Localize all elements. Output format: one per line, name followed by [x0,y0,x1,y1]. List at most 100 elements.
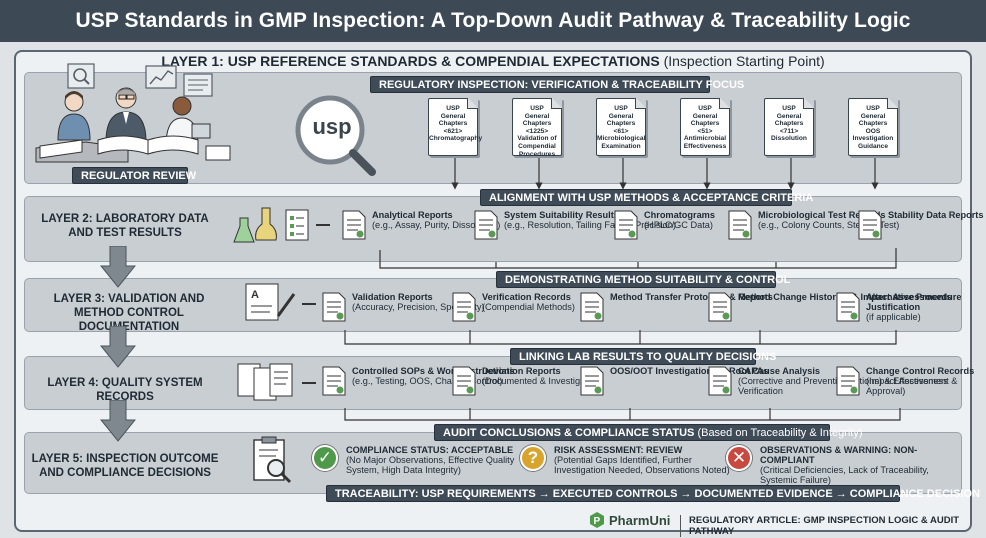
document-icon [580,292,604,322]
page-title: USP Standards in GMP Inspection: A Top-D… [0,0,986,42]
layer3-item: Alternative Procedure Justification(if a… [836,292,986,322]
document-icon [728,210,752,240]
chapter-line: General [524,112,550,120]
down-arrow-icon [100,326,136,368]
traceability-banner: TRACEABILITY: USP REQUIREMENTS → EXECUTE… [326,485,980,502]
chapter-line: USP [530,105,544,112]
layer1-subtitle: (Inspection Starting Point) [663,53,825,69]
lab-flasks-icon [233,207,309,243]
usp-logo-text: usp [312,114,352,139]
document-icon [474,210,498,240]
chapter-line: USP [866,105,880,112]
chapter-line: <1225> [525,127,549,135]
svg-text:A: A [251,289,259,301]
chapter-line: Validation of Compendial Procedures [517,135,557,158]
chapter-line: OOS [865,127,881,135]
document-icon [322,292,346,322]
item-title: Analytical Reports [372,210,453,220]
item-desc: (e.g., Assay, Purity, Dissolution) [372,220,501,230]
chapter-line: <711> [779,127,799,135]
layer4-item: Change Control Records(Impact Assessment… [836,366,986,396]
chapter-line: Chapters [606,120,636,128]
item-title: System Suitability Results [504,210,619,220]
open-book-icon [39,139,83,159]
chapter-line: General [860,112,886,120]
pharmuni-logo-icon: P [590,512,604,528]
chapter-line: Chapters [858,120,888,128]
footer-article: REGULATORY ARTICLE: GMP INSPECTION LOGIC… [680,515,986,537]
item-text: Alternative Procedure Justification(if a… [866,292,986,322]
item-text: Stability Data Reports [888,210,983,220]
result-text: COMPLIANCE STATUS: ACCEPTABLE(No Major O… [346,445,526,475]
layer2-item: Stability Data Reports [858,210,983,240]
layer4-arrow-in [302,382,316,384]
svg-text:P: P [594,516,601,527]
chapter-line: USP [446,105,460,112]
item-title: Change Control Records [866,366,975,376]
document-icon [342,210,366,240]
result-desc: (Critical Deficiencies, Lack of Traceabi… [760,465,929,485]
chapter-line: Microbiological Examination [597,135,646,150]
item-text: Chromatograms(HPLC/GC Data) [644,210,715,230]
question-icon: ? [520,445,546,471]
layer5-banner: AUDIT CONCLUSIONS & COMPLIANCE STATUS (B… [434,424,863,441]
item-text: Method Transfer Protocols & Reports [610,292,773,302]
chapter-line: <61> [613,127,629,135]
layer4-panel [24,356,962,410]
item-text: Change Control Records(Impact Assessment… [866,366,986,396]
layer3-banner: DEMONSTRATING METHOD SUITABILITY & CONTR… [496,271,790,288]
chapter-line: Dissolution [771,135,807,143]
chapter-line: General [440,112,466,120]
chapter-line: General [692,112,718,120]
item-title: Deviation Reports [482,366,561,376]
document-icon [836,292,860,322]
down-arrow-icon [100,400,136,442]
result-desc: (Potential Gaps Identified, Further Inve… [554,455,730,475]
item-title: Chromatograms [644,210,715,220]
chapter-line: Chapters [438,120,468,128]
compliance-result: ? RISK ASSESSMENT: REVIEW(Potential Gaps … [520,445,734,475]
regulator-review-label: REGULATOR REVIEW [72,167,196,184]
item-text: System Suitability Results(e.g., Resolut… [504,210,676,230]
layer4-banner: LINKING LAB RESULTS TO QUALITY DECISIONS [510,348,776,365]
item-title: Microbiological Test Records [758,210,886,220]
chapter-line: Chromatography [429,135,483,143]
chapter-line: General [608,112,634,120]
item-text: Verification Records(Compendial Methods) [482,292,575,312]
layer5-banner-text: AUDIT CONCLUSIONS & COMPLIANCE STATUS [443,427,695,439]
result-desc: (No Major Observations, Effective Qualit… [346,455,515,475]
document-icon [614,210,638,240]
chapter-line: Antimicrobial Effectiveness [683,135,727,150]
item-desc: (e.g., Resolution, Tailing Factor, Preci… [504,220,676,230]
chapter-line: General [776,112,802,120]
layer2-label: LAYER 2: LABORATORY DATA AND TEST RESULT… [41,213,209,239]
check-icon: ✓ [312,445,338,471]
validation-doc-pen-icon: A [245,283,296,321]
document-icon [858,210,882,240]
result-text: OBSERVATIONS & WARNING: NON-COMPLIANT(Cr… [760,445,940,485]
item-desc: (Compendial Methods) [482,302,575,312]
usp-magnifier-icon [295,95,376,176]
layer5-banner-note: (Based on Traceability & Integrity) [697,427,863,439]
pharmuni-logo: P PharmUni [588,511,670,529]
item-text: Validation Reports(Accuracy, Precision, … [352,292,485,312]
compliance-result: ✕OBSERVATIONS & WARNING: NON-COMPLIANT(C… [726,445,940,485]
layer2-item: Chromatograms(HPLC/GC Data) [614,210,715,240]
document-icon [836,366,860,396]
item-title: CAPAs [738,366,769,376]
layer3-item: Validation Reports(Accuracy, Precision, … [322,292,485,322]
document-icon [322,366,346,396]
clipboard-magnifier-icon [253,436,292,484]
result-text: RISK ASSESSMENT: REVIEW(Potential Gaps I… [554,445,734,475]
chapter-line: <51> [697,127,713,135]
scientist-icon [172,96,192,116]
document-icon [452,292,476,322]
chapter-line: <621> [443,127,463,135]
item-text: Controlled SOPs & Work Instructions(e.g.… [352,366,515,386]
result-title: RISK ASSESSMENT: REVIEW [554,445,683,455]
layer3-item: Method Transfer Protocols & Reports [580,292,773,322]
item-desc: (Impact Assessment & Approval) [866,376,958,396]
